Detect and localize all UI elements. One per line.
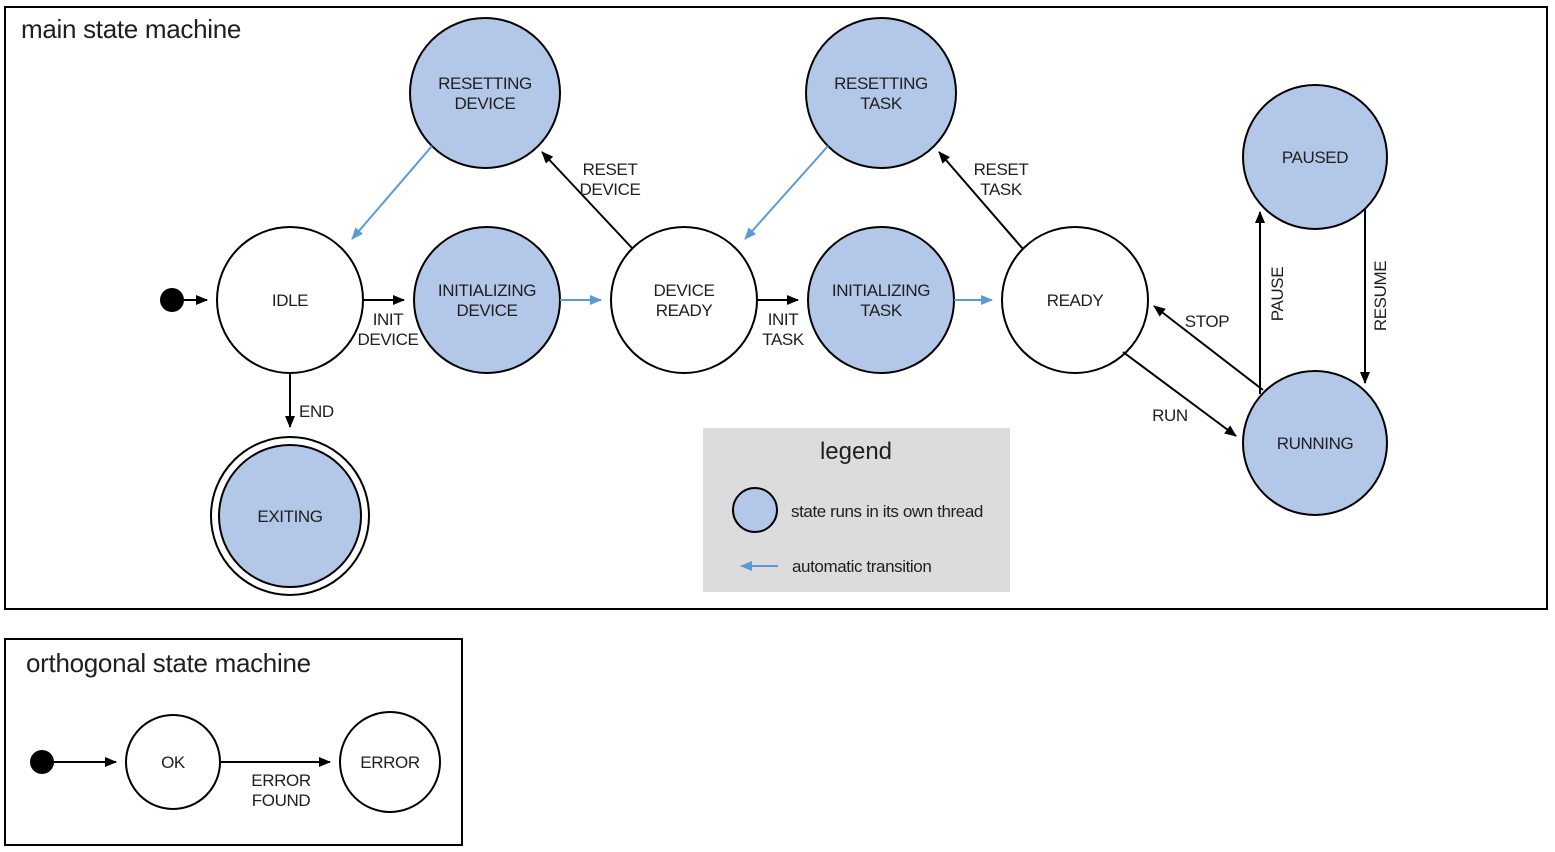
state-device-ready-label-2: READY (656, 301, 713, 320)
state-initializing-device-label-1: INITIALIZING (438, 281, 536, 300)
state-initializing-device (413, 226, 561, 374)
transition-reset-task-label-1: RESET (974, 160, 1029, 179)
state-paused-label: PAUSED (1282, 148, 1348, 167)
transition-reset-device (541, 151, 633, 249)
state-running-label: RUNNING (1277, 434, 1354, 453)
transition-resume-label: RESUME (1371, 261, 1390, 331)
legend-auto-label: automatic transition (792, 557, 931, 576)
transition-reset-task (938, 151, 1024, 250)
state-running (1242, 370, 1388, 516)
state-error (339, 711, 441, 813)
transition-reset-device-label-1: RESET (583, 160, 638, 179)
transition-run-label: RUN (1152, 406, 1188, 425)
legend-title: legend (820, 438, 892, 465)
transition-end-label: END (299, 402, 334, 421)
state-paused (1242, 84, 1388, 230)
transition-auto-resetdevice-to-idle (351, 145, 433, 240)
state-initializing-task-label-2: TASK (860, 301, 903, 320)
state-exiting (218, 444, 362, 588)
state-resetting-task-label-1: RESETTING (834, 74, 928, 93)
ortho-panel-border (4, 638, 463, 846)
state-resetting-device-label-2: DEVICE (455, 94, 516, 113)
transition-init-task-label-2: TASK (762, 330, 805, 349)
main-panel-border (4, 6, 1548, 610)
state-ready (1001, 226, 1149, 374)
legend-thread-label: state runs in its own thread (791, 502, 983, 521)
state-resetting-task (805, 17, 957, 169)
state-ready-label: READY (1047, 291, 1104, 310)
ortho-initial-state-dot (30, 750, 54, 774)
transition-reset-task-label-2: TASK (980, 180, 1023, 199)
transition-init-task-label-1: INIT (768, 310, 799, 329)
main-initial-state-dot (160, 288, 184, 312)
state-device-ready-label-1: DEVICE (654, 281, 715, 300)
state-resetting-device-label-1: RESETTING (438, 74, 532, 93)
transition-init-device-label-2: DEVICE (358, 330, 419, 349)
state-device-ready (610, 226, 758, 374)
transition-error-found-label-1: ERROR (251, 771, 311, 790)
transition-run (1122, 351, 1237, 437)
state-idle-label: IDLE (272, 291, 308, 310)
transition-error-found-label-2: FOUND (252, 791, 311, 810)
transition-stop-label: STOP (1185, 312, 1229, 331)
state-error-label: ERROR (360, 753, 420, 772)
state-resetting-device (409, 17, 561, 169)
ortho-panel-title: orthogonal state machine (26, 648, 311, 678)
transition-reset-device-label-2: DEVICE (580, 180, 641, 199)
transition-auto-resettask-to-deviceready (744, 145, 829, 240)
legend-thread-state-icon (732, 487, 778, 533)
transition-init-device-label-1: INIT (373, 310, 404, 329)
state-ok-label: OK (161, 753, 186, 772)
state-exiting-label: EXITING (257, 507, 322, 526)
state-initializing-task (807, 226, 955, 374)
transition-stop (1153, 305, 1264, 391)
transition-pause-label: PAUSE (1268, 267, 1287, 321)
state-initializing-device-label-2: DEVICE (457, 301, 518, 320)
state-initializing-task-label-1: INITIALIZING (832, 281, 930, 300)
main-panel-title: main state machine (21, 14, 241, 44)
state-resetting-task-label-2: TASK (860, 94, 903, 113)
